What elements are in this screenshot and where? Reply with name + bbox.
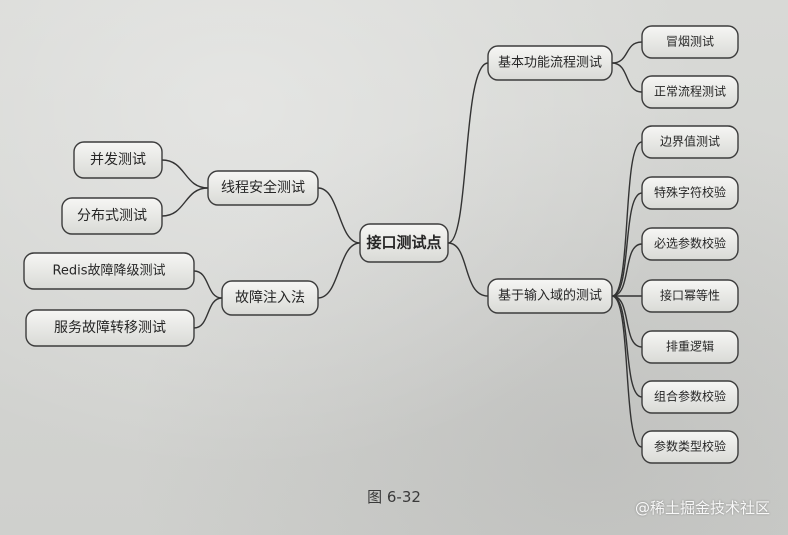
leaf-concurrency-test: 并发测试 xyxy=(73,141,163,179)
edge-input-c2 xyxy=(611,192,643,297)
leaf-idempotency: 接口幂等性 xyxy=(641,279,739,313)
branch-fault-injection: 故障注入法 xyxy=(221,280,319,316)
leaf-dedup-logic-label: 排重逻辑 xyxy=(666,340,714,354)
leaf-param-type-label: 参数类型校验 xyxy=(654,439,726,454)
edge-root-basic xyxy=(447,62,489,244)
leaf-concurrency-test-label: 并发测试 xyxy=(90,152,146,168)
figure-caption: 图 6-32 xyxy=(367,488,421,506)
leaf-special-chars: 特殊字符校验 xyxy=(641,176,739,210)
edge-input-c7 xyxy=(611,295,643,448)
leaf-special-chars-label: 特殊字符校验 xyxy=(654,185,726,200)
leaf-required-params: 必选参数校验 xyxy=(641,227,739,261)
edge-fault-service xyxy=(193,297,223,329)
leaf-combined-params: 组合参数校验 xyxy=(641,380,739,414)
leaf-required-params-label: 必选参数校验 xyxy=(654,236,726,251)
leaf-boundary-value-label: 边界值测试 xyxy=(660,134,720,149)
leaf-boundary-value: 边界值测试 xyxy=(641,125,739,159)
leaf-normal-flow: 正常流程测试 xyxy=(641,75,739,109)
edge-thread-concurrency xyxy=(161,159,209,189)
edge-basic-normal xyxy=(611,62,643,93)
leaf-redis-degrade-label: Redis故障降级测试 xyxy=(52,264,165,279)
edge-input-c1 xyxy=(611,141,643,297)
edge-basic-smoke xyxy=(611,41,643,64)
edge-root-thread xyxy=(317,187,361,244)
edge-input-c5 xyxy=(611,295,643,348)
leaf-dedup-logic: 排重逻辑 xyxy=(641,330,739,364)
branch-input-domain-label: 基于输入域的测试 xyxy=(498,288,602,304)
branch-basic-flow-label: 基本功能流程测试 xyxy=(498,56,602,71)
edge-root-fault xyxy=(317,242,361,299)
leaf-distributed-test-label: 分布式测试 xyxy=(77,208,147,224)
branch-thread-safety-label: 线程安全测试 xyxy=(221,179,305,196)
branch-input-domain: 基于输入域的测试 xyxy=(487,278,613,314)
watermark: @稀土掘金技术社区 xyxy=(634,499,770,517)
edge-fault-redis xyxy=(193,270,223,299)
leaf-service-failover-label: 服务故障转移测试 xyxy=(54,320,166,336)
leaf-service-failover: 服务故障转移测试 xyxy=(25,309,195,347)
leaf-smoke-test-label: 冒烟测试 xyxy=(666,34,714,49)
branch-thread-safety: 线程安全测试 xyxy=(207,170,319,206)
edge-input-c3 xyxy=(611,243,643,297)
leaf-redis-degrade: Redis故障降级测试 xyxy=(23,252,195,290)
edge-thread-distributed xyxy=(161,187,209,217)
root-node: 接口测试点 xyxy=(359,223,449,263)
connector-lines xyxy=(161,41,643,448)
leaf-normal-flow-label: 正常流程测试 xyxy=(654,84,726,99)
branch-fault-injection-label: 故障注入法 xyxy=(235,290,305,306)
edge-root-input xyxy=(447,242,489,297)
leaf-param-type: 参数类型校验 xyxy=(641,430,739,464)
leaf-smoke-test: 冒烟测试 xyxy=(641,25,739,59)
leaf-combined-params-label: 组合参数校验 xyxy=(654,389,726,404)
leaf-distributed-test: 分布式测试 xyxy=(61,197,163,235)
root-label: 接口测试点 xyxy=(366,234,441,252)
branch-basic-flow: 基本功能流程测试 xyxy=(487,45,613,81)
leaf-idempotency-label: 接口幂等性 xyxy=(660,288,720,303)
